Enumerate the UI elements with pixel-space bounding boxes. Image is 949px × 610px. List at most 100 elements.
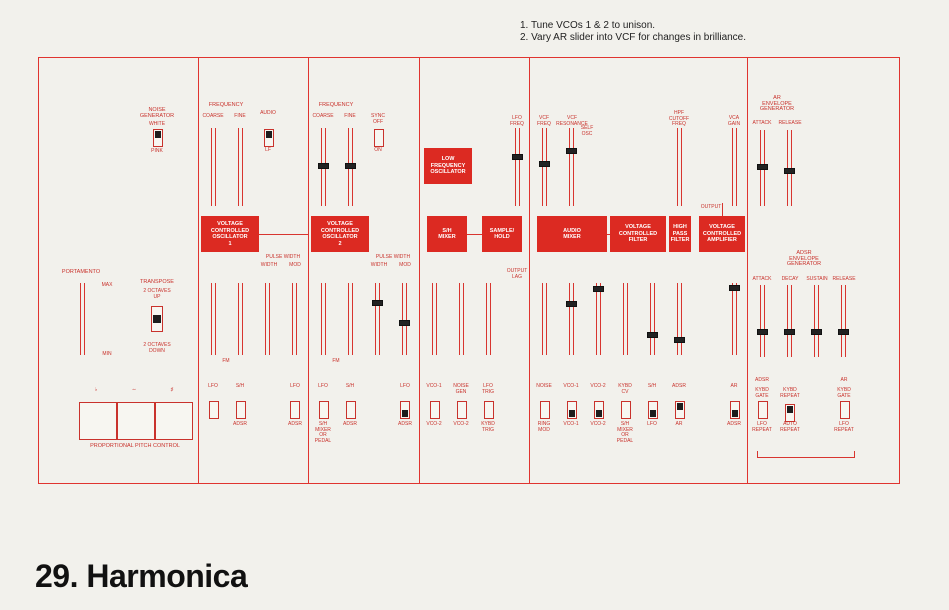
repeat-switch[interactable] <box>785 404 795 422</box>
sharp-label: ♯ <box>170 387 174 393</box>
adsr-attack-slider[interactable] <box>757 285 768 357</box>
vco2-pulse-width-label: PULSE WIDTH <box>375 254 411 260</box>
vcf-adsr-slider[interactable] <box>674 283 685 355</box>
vcf-freq-slider[interactable] <box>539 128 550 206</box>
sh-noise-slider[interactable] <box>459 283 464 355</box>
ar-attack-label: ATTACK <box>752 120 772 126</box>
vco1-adsr-label: ADSR <box>233 421 247 427</box>
vco1-pulse-width-label: PULSE WIDTH <box>265 254 301 260</box>
transpose-down-label: 2 OCTAVES DOWN <box>143 342 171 354</box>
ar-release-slider[interactable] <box>784 130 795 206</box>
vcf-sh-slider[interactable] <box>647 283 658 355</box>
ar-gate-switch[interactable] <box>840 401 850 419</box>
vco2-on-label: ON <box>374 147 382 153</box>
note-1: 1. Tune VCOs 1 & 2 to unison. <box>520 20 656 31</box>
transpose-switch[interactable] <box>151 306 163 332</box>
vco2-fm-slider-2[interactable] <box>348 283 353 355</box>
vco2-mod-label: MOD <box>399 262 411 268</box>
vco1-fm-slider-1[interactable] <box>211 283 216 355</box>
sh-mixer-box: S/H MIXER <box>427 216 467 252</box>
vco1-width-label: WIDTH <box>260 262 278 268</box>
noise-switch[interactable] <box>153 129 163 147</box>
vco2-pw-switch[interactable] <box>400 401 410 419</box>
vcf-res-slider[interactable] <box>566 128 577 206</box>
vco2-width-slider[interactable] <box>372 283 383 355</box>
pitch-pad-flat[interactable] <box>79 402 117 440</box>
divider <box>529 58 530 483</box>
mixer-noise-slider[interactable] <box>542 283 547 355</box>
mixer-switch-2[interactable] <box>567 401 577 419</box>
vco2-fm-switch[interactable] <box>319 401 329 419</box>
portamento-label: PORTAMENTO <box>61 269 101 275</box>
vcf-adsr-label: ADSR <box>672 383 686 389</box>
ar-sw-label: AR <box>840 377 848 383</box>
signal-wire <box>259 234 309 235</box>
vco1-pw-switch[interactable] <box>290 401 300 419</box>
mixer-vco2-slider[interactable] <box>593 283 604 355</box>
vcf-kybd-label: KYBD CV <box>618 383 632 395</box>
vcf-kybd-slider[interactable] <box>623 283 628 355</box>
adsr-decay-label: DECAY <box>781 276 799 282</box>
mixer-noise-label: NOISE <box>536 383 552 389</box>
adsr-attack-label: ATTACK <box>752 276 772 282</box>
lfo-freq-label: LFO FREQ <box>510 115 524 127</box>
portamento-slider[interactable] <box>80 283 85 355</box>
vco2-adsr-label: ADSR <box>343 421 357 427</box>
sh-switch-1[interactable] <box>430 401 440 419</box>
vcf-ar-label: AR <box>675 421 683 427</box>
vco1-sh-switch[interactable] <box>236 401 246 419</box>
sh-lag-slider[interactable] <box>486 283 491 355</box>
vca-switch[interactable] <box>730 401 740 419</box>
divider <box>198 58 199 483</box>
kybd-trig-label: KYBD TRIG <box>481 421 495 433</box>
vco2-sync-switch[interactable] <box>374 129 384 147</box>
vcf-switch-2[interactable] <box>648 401 658 419</box>
sh-vco1-slider[interactable] <box>432 283 437 355</box>
vcf-sh-label: S/H <box>647 383 657 389</box>
vco1-audio-switch[interactable] <box>264 129 274 147</box>
ar-attack-slider[interactable] <box>757 130 768 206</box>
adsr-gate-switch[interactable] <box>758 401 768 419</box>
vco1-adsr2-label: ADSR <box>288 421 302 427</box>
vco1-coarse-slider[interactable] <box>211 128 216 206</box>
vco2-mod-slider[interactable] <box>399 283 410 355</box>
lfo-freq-slider[interactable] <box>512 128 523 206</box>
vcf-switch-3[interactable] <box>675 401 685 419</box>
output-wire <box>722 203 723 216</box>
pitch-pad-sharp[interactable] <box>155 402 193 440</box>
ar-lfo-repeat-label: LFO REPEAT <box>834 421 854 433</box>
adsr-env-label: ADSR ENVELOPE GENERATOR <box>786 250 822 267</box>
vca-ar-slider[interactable] <box>729 283 740 355</box>
mixer-vco1-slider[interactable] <box>566 283 577 355</box>
pitch-pad-wave[interactable] <box>117 402 155 440</box>
vco1-mod-switch[interactable] <box>209 401 219 419</box>
vco1-fm-slider-2[interactable] <box>238 283 243 355</box>
vco1-fm-label: FM <box>222 358 230 364</box>
sh-noise-label: NOISE GEN <box>453 383 469 395</box>
vcf-switch-1[interactable] <box>621 401 631 419</box>
sh-switch-3[interactable] <box>484 401 494 419</box>
note-2: 2. Vary AR slider into VCF for changes i… <box>520 32 747 43</box>
ar-kybd-gate-label: KYBD GATE <box>837 387 851 399</box>
vco1-mod-slider[interactable] <box>292 283 297 355</box>
adsr-sustain-slider[interactable] <box>811 285 822 357</box>
vco1-fine-slider[interactable] <box>238 128 243 206</box>
wave-label: ∼ <box>131 387 137 393</box>
vco1-mod-label: MOD <box>289 262 301 268</box>
adsr-decay-slider[interactable] <box>784 285 795 357</box>
hpf-slider[interactable] <box>677 128 682 206</box>
vco2-coarse-slider[interactable] <box>318 128 329 206</box>
white-label: WHITE <box>148 121 166 127</box>
mixer-switch-3[interactable] <box>594 401 604 419</box>
vco2-sh-switch[interactable] <box>346 401 356 419</box>
vco1-width-slider[interactable] <box>265 283 270 355</box>
vco2-fm-slider-1[interactable] <box>321 283 326 355</box>
mixer-switch-1[interactable] <box>540 401 550 419</box>
vco2-fm-label: FM <box>332 358 340 364</box>
hpf-cutoff-label: HPF CUTOFF FREQ <box>668 110 690 127</box>
vco1-sh-label: S/H <box>235 383 245 389</box>
vca-gain-slider[interactable] <box>732 128 737 206</box>
adsr-release-slider[interactable] <box>838 285 849 357</box>
sh-switch-2[interactable] <box>457 401 467 419</box>
vco2-fine-slider[interactable] <box>345 128 356 206</box>
